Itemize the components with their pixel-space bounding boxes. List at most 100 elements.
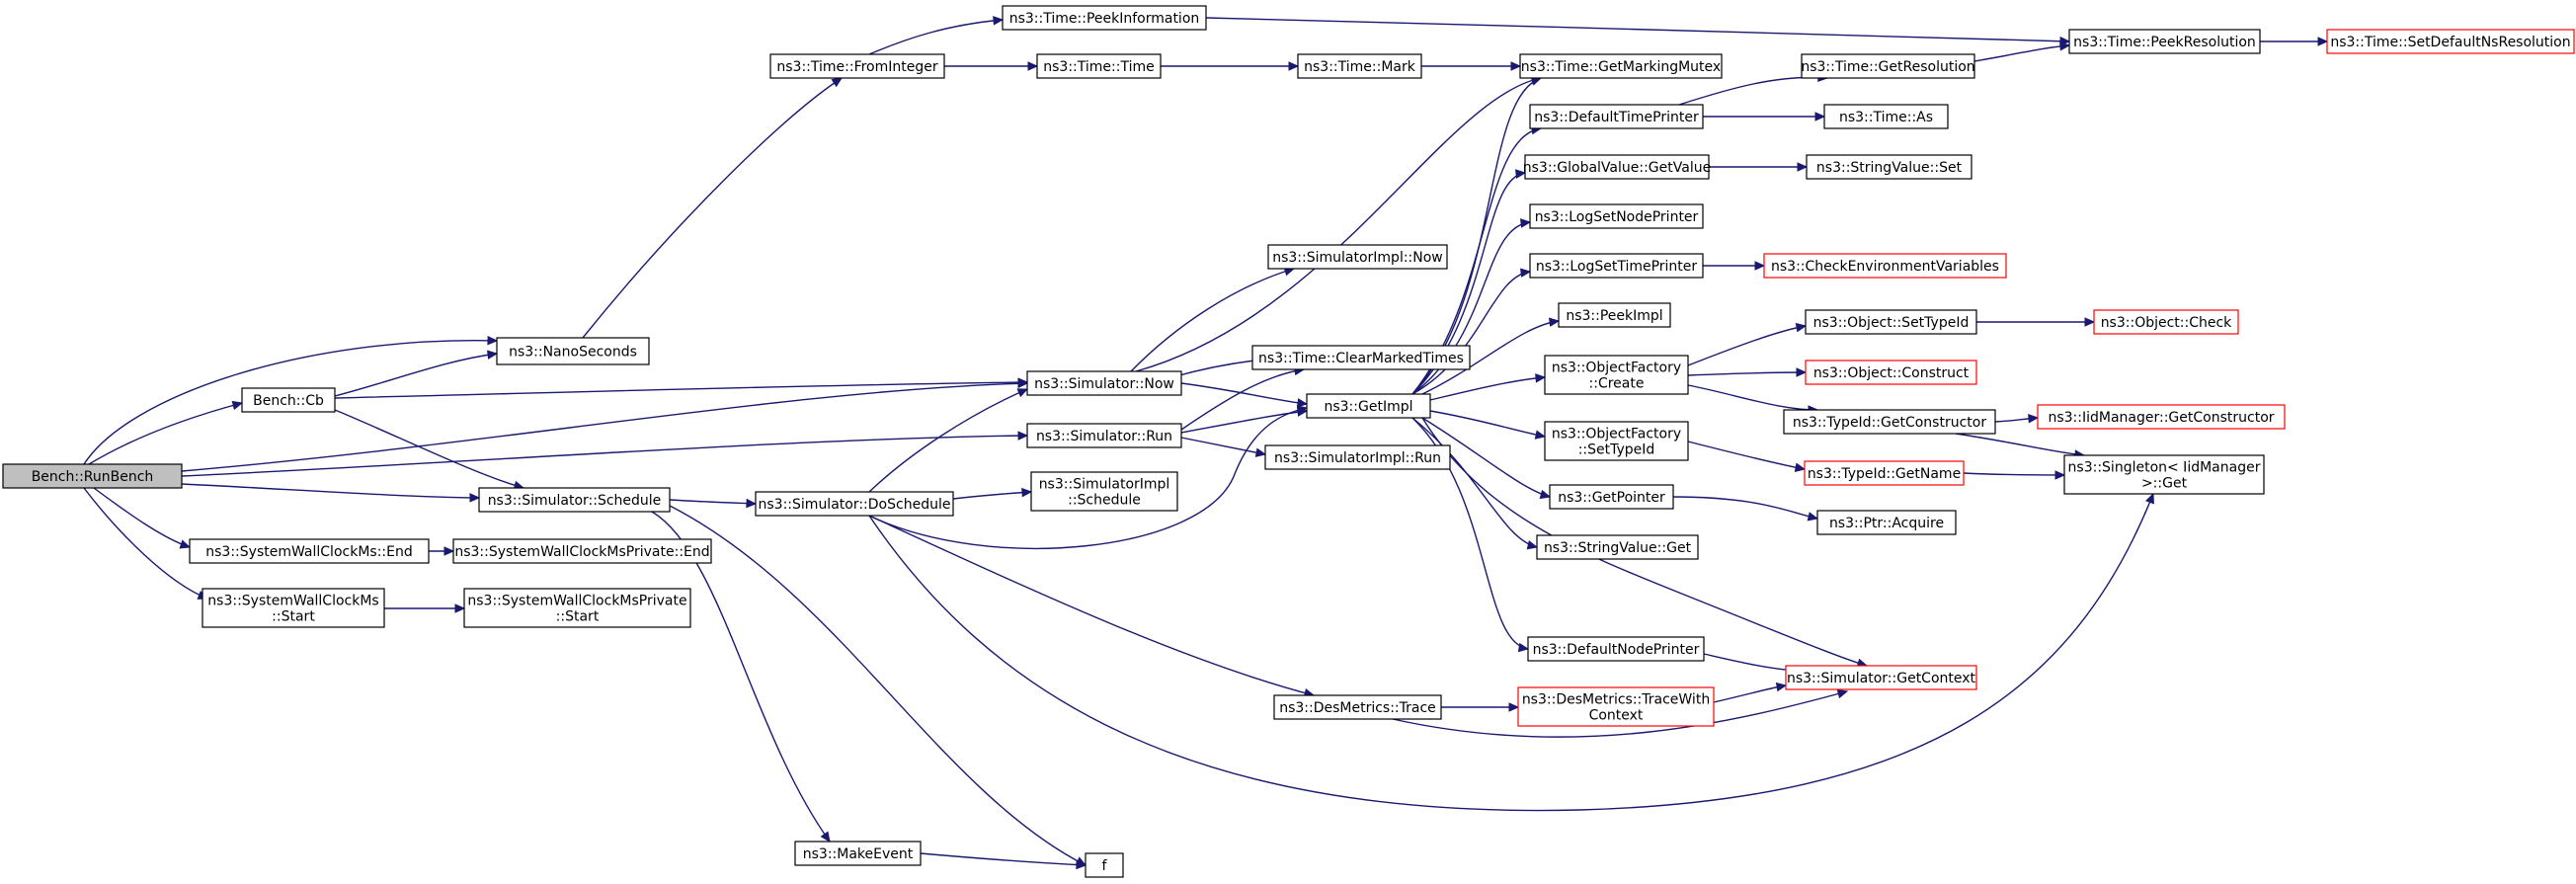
node-ptracquire[interactable]: ns3::Ptr::Acquire (1816, 510, 1957, 535)
edge-logsettime-to-checkenv (1703, 261, 1766, 271)
edge-arrowhead (1508, 702, 1520, 712)
edge-arrowhead (1794, 462, 1807, 472)
edge-simdoschedule-to-simnow (868, 388, 1029, 493)
node-clearmarked[interactable]: ns3::Time::ClearMarkedTimes (1251, 345, 1471, 370)
node-mark[interactable]: ns3::Time::Mark (1297, 53, 1422, 79)
node-label: f (1102, 858, 1108, 874)
node-setdefres[interactable]: ns3::Time::SetDefaultNsResolution (2326, 29, 2575, 54)
node-label: ns3::SystemWallClockMs (207, 594, 378, 609)
node-getimpl[interactable]: ns3::GetImpl (1306, 393, 1431, 419)
node-box (1529, 253, 1704, 279)
node-box (2063, 454, 2265, 495)
node-defnodeprinter[interactable]: ns3::DefaultNodePrinter (1527, 636, 1705, 662)
edge-arrowhead (443, 546, 455, 556)
edge-line (1687, 325, 1807, 366)
node-cb[interactable]: Bench::Cb (241, 387, 336, 413)
edge-simdoschedule-to-destrace (868, 515, 1316, 698)
node-simdoschedule[interactable]: ns3::Simulator::DoSchedule (755, 491, 954, 517)
node-label: ns3::DesMetrics::TraceWith (1522, 692, 1710, 708)
node-makeevent[interactable]: ns3::MakeEvent (794, 841, 922, 866)
node-objcheck[interactable]: ns3::Object::Check (2093, 309, 2239, 335)
node-simimplrun[interactable]: ns3::SimulatorImpl::Run (1264, 444, 1451, 470)
node-box (2, 463, 183, 489)
node-peekinfo[interactable]: ns3::Time::PeekInformation (1002, 5, 1207, 31)
edge-getpointer-to-ptracquire (1672, 496, 1819, 522)
node-iidmgrgetcons[interactable]: ns3::IidManager::GetConstructor (2037, 404, 2286, 430)
node-label: ns3::IidManager::GetConstructor (2048, 410, 2274, 426)
node-wallstart[interactable]: ns3::SystemWallClockMs::Start (201, 588, 385, 628)
node-label: >::Get (2141, 476, 2188, 492)
node-deftimeprinter[interactable]: ns3::DefaultTimePrinter (1529, 104, 1704, 129)
edge-arrowhead (1836, 688, 1849, 699)
node-timeas[interactable]: ns3::Time::As (1823, 104, 1949, 129)
node-box (2037, 404, 2286, 430)
node-box (1544, 421, 1689, 461)
node-objconstruct[interactable]: ns3::Object::Construct (1805, 360, 1977, 385)
node-logsettime[interactable]: ns3::LogSetTimePrinter (1529, 253, 1704, 279)
edge-simnow-to-simimplnow (1130, 267, 1296, 372)
edge-mark-to-markmutex (1421, 61, 1522, 71)
edge-arrowhead (1017, 431, 1029, 441)
node-singletonget[interactable]: ns3::Singleton< IidManager>::Get (2063, 454, 2265, 495)
edge-getimpl-to-peekimpl (1421, 317, 1561, 395)
node-strvalset[interactable]: ns3::StringValue::Set (1806, 154, 1972, 180)
node-strvalget[interactable]: ns3::StringValue::Get (1536, 534, 1699, 560)
node-wallend[interactable]: ns3::SystemWallClockMs::End (189, 538, 430, 564)
node-objfactsettypeid[interactable]: ns3::ObjectFactory::SetTypeId (1544, 421, 1689, 461)
edge-line (88, 402, 243, 465)
edge-arrowhead (1797, 162, 1809, 172)
edge-line (334, 353, 498, 397)
node-objfactcreate[interactable]: ns3::ObjectFactory::Create (1544, 355, 1689, 395)
node-fromint[interactable]: ns3::Time::FromInteger (769, 53, 945, 79)
edge-cb-to-simschedule (334, 409, 525, 491)
node-destrace[interactable]: ns3::DesMetrics::Trace (1273, 694, 1442, 720)
edge-getimpl-to-getpointer (1421, 417, 1552, 500)
node-typeidgetcons[interactable]: ns3::TypeId::GetConstructor (1783, 409, 1996, 435)
edge-runbench-to-wallstart (83, 487, 209, 600)
edge-line (868, 515, 1315, 696)
node-typeidgetname[interactable]: ns3::TypeId::GetName (1804, 460, 1965, 486)
node-label: ns3::ObjectFactory (1552, 361, 1681, 376)
edge-line (868, 388, 1028, 493)
edge-runbench-to-simrun (181, 431, 1029, 477)
node-objsettypeid[interactable]: ns3::Object::SetTypeId (1805, 309, 1977, 335)
edge-line (582, 77, 843, 339)
edge-arrowhead (1016, 388, 1029, 398)
node-peekimpl[interactable]: ns3::PeekImpl (1558, 302, 1671, 328)
call-nodes: Bench::RunBench Bench::Cb ns3::NanoSeconds… (2, 5, 2575, 878)
edge-arrowhead (1549, 317, 1561, 327)
node-simimplschedule[interactable]: ns3::SimulatorImpl::Schedule (1030, 471, 1178, 512)
node-simschedule[interactable]: ns3::Simulator::Schedule (478, 487, 671, 513)
node-label: ns3::GetImpl (1324, 399, 1412, 415)
node-gvgetvalue[interactable]: ns3::GlobalValue::GetValue (1523, 154, 1711, 180)
node-label: ns3::Object::Construct (1813, 365, 1970, 381)
node-simimplnow[interactable]: ns3::SimulatorImpl::Now (1267, 244, 1448, 270)
node-f[interactable]: f (1085, 852, 1124, 878)
node-logsetnode[interactable]: ns3::LogSetNodePrinter (1529, 203, 1704, 229)
node-box (478, 487, 671, 513)
node-label: ::SetTypeId (1578, 442, 1655, 458)
edge-arrowhead (2028, 413, 2040, 424)
node-label: ns3::StringValue::Set (1816, 160, 1963, 176)
node-nanoseconds[interactable]: ns3::NanoSeconds (496, 337, 650, 365)
node-getpointer[interactable]: ns3::GetPointer (1549, 484, 1674, 510)
node-wallprivend[interactable]: ns3::SystemWallClockMsPrivate::End (452, 538, 712, 564)
node-box (1529, 104, 1704, 129)
node-simnow[interactable]: ns3::Simulator::Now (1026, 370, 1182, 396)
node-box (1823, 104, 1949, 129)
node-checkenv[interactable]: ns3::CheckEnvironmentVariables (1763, 253, 2007, 279)
node-getres[interactable]: ns3::Time::GetResolution (1801, 53, 1975, 79)
edge-arrowhead (1796, 367, 1808, 377)
node-label: ns3::Time::GetResolution (1801, 59, 1974, 75)
node-peekres[interactable]: ns3::Time::PeekResolution (2068, 29, 2261, 54)
node-simgetcontext[interactable]: ns3::Simulator::GetContext (1785, 665, 1977, 690)
edge-arrowhead (469, 493, 481, 503)
edge-line (669, 505, 1087, 866)
node-runbench[interactable]: Bench::RunBench (2, 463, 183, 489)
node-label: ns3::Time::ClearMarkedTimes (1258, 351, 1464, 366)
node-wallprivstart[interactable]: ns3::SystemWallClockMsPrivate::Start (463, 588, 691, 628)
node-timetime[interactable]: ns3::Time::Time (1036, 53, 1162, 79)
node-simrun[interactable]: ns3::Simulator::Run (1026, 423, 1182, 448)
node-markmutex[interactable]: ns3::Time::GetMarkingMutex (1519, 53, 1723, 79)
